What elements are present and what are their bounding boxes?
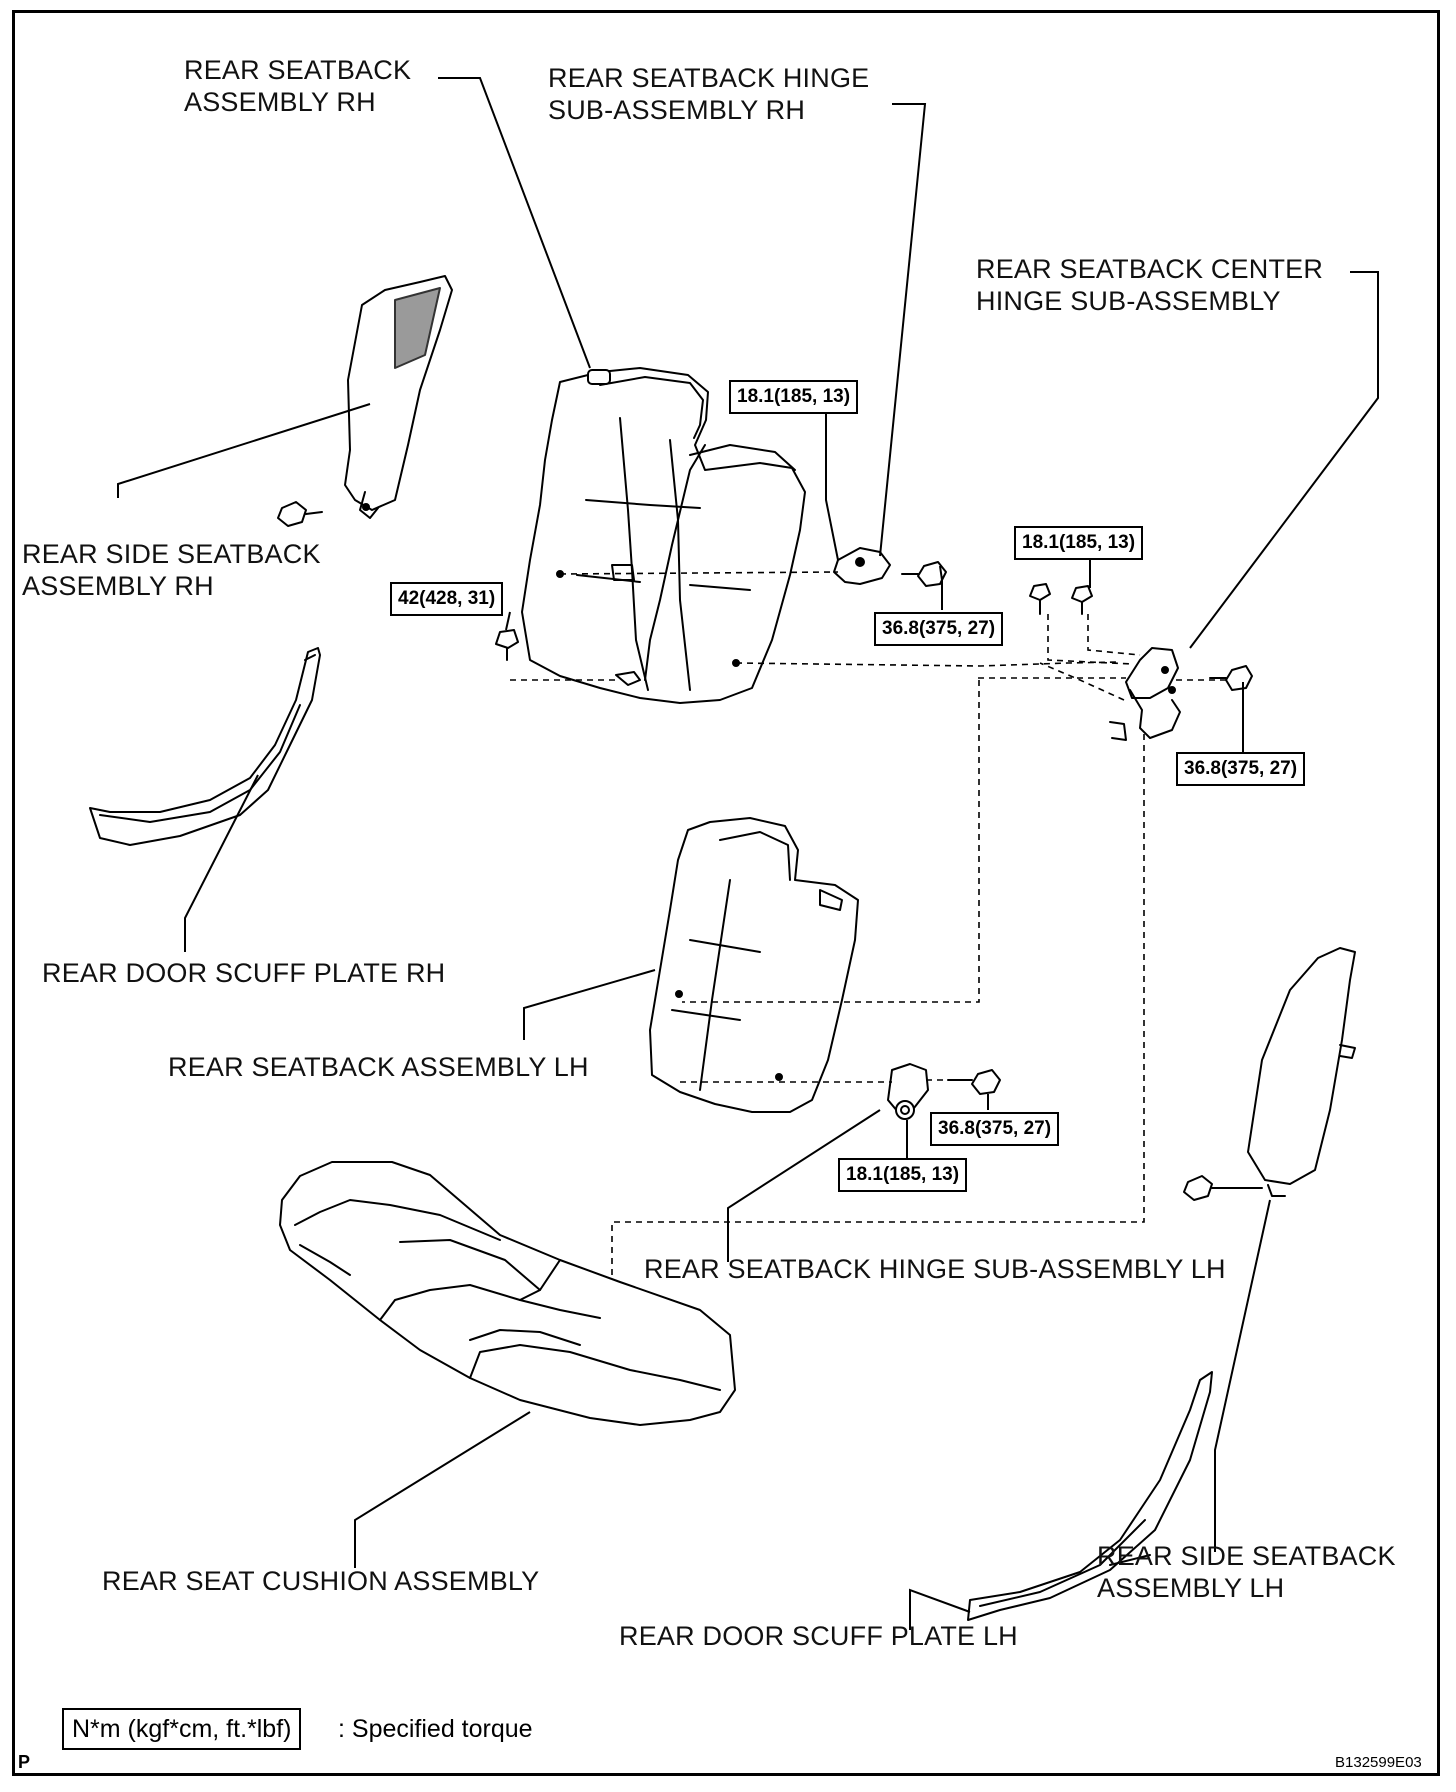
torque-seatback-rh-bolt: 42(428, 31) bbox=[390, 582, 504, 616]
leader-scuff-lh bbox=[909, 1588, 971, 1630]
rear-door-scuff-plate-rh-part bbox=[89, 647, 321, 846]
bolt-hinge-rh bbox=[901, 561, 947, 587]
rear-seatback-hinge-lh-part bbox=[887, 1063, 929, 1120]
label-rear-seat-cushion: REAR SEAT CUSHION ASSEMBLY bbox=[102, 1566, 540, 1596]
torque-hinge-rh-upper: 18.1(185, 13) bbox=[729, 380, 859, 414]
leader-scuff-rh bbox=[184, 774, 259, 952]
label-rear-seatback-center-hinge: REAR SEATBACK CENTER HINGE SUB-ASSEMBLY bbox=[976, 254, 1324, 316]
leader-seatback-rh bbox=[438, 77, 591, 369]
label-rear-door-scuff-plate-rh: REAR DOOR SCUFF PLATE RH bbox=[42, 958, 446, 988]
rear-seatback-hinge-rh-part bbox=[833, 547, 891, 585]
label-rear-side-seatback-lh: REAR SIDE SEATBACK ASSEMBLY LH bbox=[1097, 1541, 1396, 1603]
label-rear-seatback-rh: REAR SEATBACK ASSEMBLY RH bbox=[184, 55, 412, 117]
corner-mark-p: P bbox=[18, 1752, 31, 1772]
leader-side-seatback-rh bbox=[117, 403, 371, 498]
leader-hinge-rh bbox=[879, 103, 927, 557]
leader-torque-3 bbox=[505, 611, 511, 631]
rear-door-scuff-plate-lh-part bbox=[967, 1371, 1213, 1621]
leader-seatback-lh bbox=[523, 969, 656, 1040]
rear-seat-cushion-part bbox=[279, 1161, 736, 1426]
bolt-seatback-rh-42 bbox=[495, 629, 519, 661]
bolt-center-hinge-right bbox=[1209, 665, 1253, 691]
leader-side-seatback-lh bbox=[1214, 1199, 1271, 1552]
torque-center-hinge-upper: 18.1(185, 13) bbox=[1014, 526, 1144, 560]
label-rear-seatback-lh: REAR SEATBACK ASSEMBLY LH bbox=[168, 1052, 589, 1082]
leader-center-hinge bbox=[1189, 271, 1379, 649]
torque-hinge-lh-bolt: 36.8(375, 27) bbox=[930, 1112, 1060, 1146]
label-rear-seatback-hinge-lh: REAR SEATBACK HINGE SUB-ASSEMBLY LH bbox=[644, 1254, 1226, 1284]
torque-center-hinge-bolt: 36.8(375, 27) bbox=[1176, 752, 1306, 786]
label-rear-side-seatback-rh: REAR SIDE SEATBACK ASSEMBLY RH bbox=[22, 539, 321, 601]
diagram-frame bbox=[12, 10, 1440, 1776]
rear-seatback-lh-part bbox=[649, 817, 859, 1113]
bolt-side-rh bbox=[277, 501, 323, 527]
label-rear-door-scuff-plate-lh: REAR DOOR SCUFF PLATE LH bbox=[619, 1621, 1018, 1651]
rear-seatback-center-hinge-part bbox=[1109, 647, 1181, 741]
legend-unit-box: N*m (kgf*cm, ft.*lbf) bbox=[62, 1708, 302, 1750]
torque-hinge-rh-bolt: 36.8(375, 27) bbox=[874, 612, 1004, 646]
bolt-center-a bbox=[1029, 583, 1051, 615]
torque-hinge-lh-lower: 18.1(185, 13) bbox=[838, 1158, 968, 1192]
bolt-center-b bbox=[1071, 585, 1093, 615]
label-rear-seatback-hinge-rh: REAR SEATBACK HINGE SUB-ASSEMBLY RH bbox=[548, 63, 870, 125]
figure-code: B132599E03 bbox=[1335, 1754, 1422, 1771]
leader-torque-1 bbox=[825, 403, 839, 561]
rear-side-seatback-rh-part bbox=[344, 275, 453, 519]
leader-torque-2 bbox=[939, 565, 943, 610]
leader-cushion bbox=[354, 1411, 531, 1568]
rear-side-seatback-lh-part bbox=[1247, 947, 1356, 1197]
leader-hinge-lh bbox=[727, 1109, 881, 1262]
rear-seatback-rh-part bbox=[521, 367, 806, 704]
legend-description: : Specified torque bbox=[338, 1715, 533, 1743]
bolt-hinge-lh bbox=[947, 1069, 1001, 1095]
